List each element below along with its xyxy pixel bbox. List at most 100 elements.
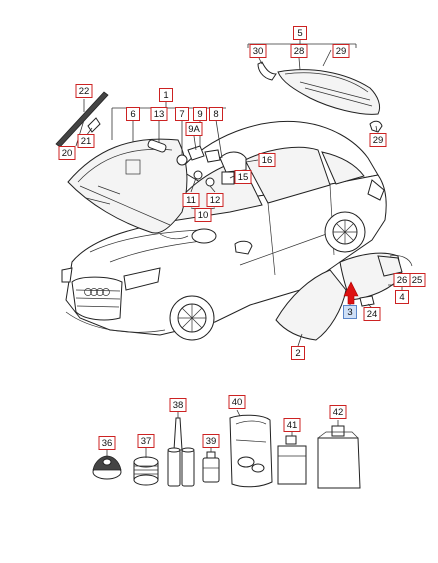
callout-c1[interactable]: 1 <box>159 88 173 102</box>
callout-number: 10 <box>198 210 209 221</box>
callout-c22[interactable]: 22 <box>75 84 93 98</box>
callout-number: 42 <box>333 407 344 418</box>
callout-c36[interactable]: 36 <box>98 436 116 450</box>
callout-c20[interactable]: 20 <box>58 146 76 160</box>
callout-box <box>395 290 409 304</box>
callout-number: 21 <box>81 136 92 147</box>
callout-box <box>193 107 207 121</box>
callout-c42[interactable]: 42 <box>329 405 347 419</box>
callout-c40[interactable]: 40 <box>228 395 246 409</box>
callout-box <box>293 26 307 40</box>
callout-c8[interactable]: 8 <box>209 107 223 121</box>
callout-c21[interactable]: 21 <box>77 134 95 148</box>
callout-c37[interactable]: 37 <box>137 434 155 448</box>
callout-c38[interactable]: 38 <box>169 398 187 412</box>
callout-box <box>75 84 93 98</box>
callout-number: 41 <box>287 420 298 431</box>
door-glass-parts <box>275 252 413 341</box>
selected-pointer-icon <box>343 281 359 305</box>
callout-box <box>58 146 76 160</box>
callout-box <box>137 434 155 448</box>
windshield-part <box>67 138 189 240</box>
callout-number: 28 <box>294 46 305 57</box>
adhesive-cartridge-icon <box>167 417 195 487</box>
callout-number: 6 <box>130 109 135 120</box>
callout-c5[interactable]: 5 <box>293 26 307 40</box>
callout-c9a[interactable]: 9A <box>185 122 203 136</box>
callout-number: 29 <box>373 135 384 146</box>
callout-c29a[interactable]: 29 <box>332 44 350 58</box>
callout-c9[interactable]: 9 <box>193 107 207 121</box>
activator-jug-icon <box>317 425 361 489</box>
callout-box <box>291 346 305 360</box>
callout-c16[interactable]: 16 <box>258 153 276 167</box>
callout-c7[interactable]: 7 <box>175 107 189 121</box>
callout-number: 22 <box>79 86 90 97</box>
callout-c4[interactable]: 4 <box>395 290 409 304</box>
callout-number: 20 <box>62 148 73 159</box>
callout-box <box>159 88 173 102</box>
callout-c10[interactable]: 10 <box>194 208 212 222</box>
callout-c2[interactable]: 2 <box>291 346 305 360</box>
callout-box <box>206 193 224 207</box>
callout-number: 38 <box>173 400 184 411</box>
callout-c6[interactable]: 6 <box>126 107 140 121</box>
callout-box <box>228 395 246 409</box>
callout-number: 16 <box>262 155 273 166</box>
callout-c26[interactable]: 26 <box>393 273 411 287</box>
callout-number: 26 <box>397 275 408 286</box>
callout-c28[interactable]: 28 <box>290 44 308 58</box>
callout-number: 1 <box>163 90 168 101</box>
callout-box <box>283 418 301 432</box>
callout-box <box>393 273 411 287</box>
primer-bottle-icon <box>202 451 220 483</box>
callout-box <box>369 133 387 147</box>
repair-kit-bag-icon <box>229 414 273 488</box>
callout-number: 13 <box>154 109 165 120</box>
callout-box <box>343 305 357 319</box>
callout-c29b[interactable]: 29 <box>369 133 387 147</box>
callout-box <box>182 193 200 207</box>
callout-box <box>234 170 252 184</box>
callout-number: 8 <box>213 109 218 120</box>
callout-box <box>98 436 116 450</box>
callout-box <box>150 107 168 121</box>
foam-roll-icon <box>92 455 122 480</box>
callout-c12[interactable]: 12 <box>206 193 224 207</box>
clip-parts <box>147 139 247 244</box>
callout-number: 3 <box>347 307 352 318</box>
callout-c11[interactable]: 11 <box>182 193 200 207</box>
callout-number: 12 <box>210 195 221 206</box>
callout-number: 5 <box>297 28 302 39</box>
callout-box <box>202 434 220 448</box>
callout-c13[interactable]: 13 <box>150 107 168 121</box>
callout-number: 7 <box>179 109 184 120</box>
cleaner-jug-icon <box>277 435 307 485</box>
rear-window-part <box>257 61 383 133</box>
callout-box <box>209 107 223 121</box>
callout-box <box>249 44 267 58</box>
callout-c24[interactable]: 24 <box>363 307 381 321</box>
callout-c25[interactable]: 25 <box>408 273 426 287</box>
callout-c3[interactable]: 3 <box>343 305 357 319</box>
callout-number: 2 <box>295 348 300 359</box>
callout-c41[interactable]: 41 <box>283 418 301 432</box>
callout-box <box>329 405 347 419</box>
callout-c15[interactable]: 15 <box>234 170 252 184</box>
callout-number: 25 <box>412 275 423 286</box>
callout-number: 24 <box>367 309 378 320</box>
callout-number: 4 <box>399 292 404 303</box>
callout-c39[interactable]: 39 <box>202 434 220 448</box>
callout-c30[interactable]: 30 <box>249 44 267 58</box>
callout-box <box>169 398 187 412</box>
callout-box <box>77 134 95 148</box>
callout-number: 11 <box>186 195 196 206</box>
callout-box <box>290 44 308 58</box>
callout-box <box>175 107 189 121</box>
callout-box <box>194 208 212 222</box>
callout-box <box>258 153 276 167</box>
callout-number: 39 <box>206 436 217 447</box>
callout-box <box>363 307 381 321</box>
callout-number: 29 <box>336 46 347 57</box>
